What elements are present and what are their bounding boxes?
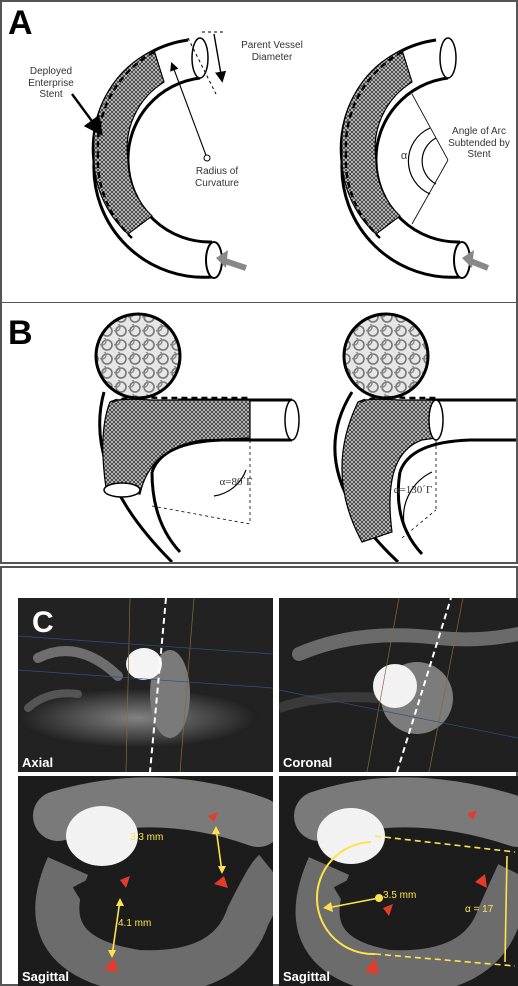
deployed-stent-label: Deployed Enterprise Stent (16, 66, 86, 101)
radius-of-curvature-label: Radius of Curvature (178, 166, 256, 189)
aneurysm-coil-left (96, 314, 180, 398)
sagittal-label-right: Sagittal (283, 969, 330, 984)
sagittal-view-right: 3.5 mm α = 17 Sagittal (279, 776, 518, 986)
angle-130-label: α=130΄Γ (378, 484, 448, 497)
lower-diameter-label: 4.1 mm (118, 918, 151, 929)
angle-of-arc-label: Angle of Arc Subtended by Stent (446, 126, 512, 161)
parent-vessel-diameter-label: Parent Vessel Diameter (220, 40, 324, 63)
sagittal-view-left: 3.3 mm 4.1 mm Sagittal (18, 776, 273, 986)
panel-ab-figure: A Parent Vessel Diameter Deployed Enterp… (0, 0, 518, 564)
aneurysm-coil-right (344, 314, 428, 398)
radius-label: 3.5 mm (383, 890, 416, 901)
panel-a-label: A (8, 6, 33, 40)
axial-label: Axial (22, 755, 53, 770)
vessel-b-left (96, 314, 299, 562)
panel-divider (2, 302, 518, 303)
coronal-label: Coronal (283, 755, 332, 770)
axial-image (18, 598, 273, 772)
angle-label: α = 17 (465, 904, 493, 915)
coronal-view: Coronal (279, 598, 518, 772)
angle-80-label: α=80΄Γ (206, 476, 266, 489)
vessel-b-right (335, 314, 516, 562)
upper-diameter-label: 3.3 mm (130, 832, 163, 843)
panel-c-label: C (32, 608, 54, 638)
coronal-image (279, 598, 518, 772)
axial-view: Axial (18, 598, 273, 772)
alpha-symbol: α (398, 150, 410, 163)
sagittal-image-left (18, 776, 273, 986)
stent-mesh-b-right (342, 399, 436, 542)
panel-c-figure: Axial Coronal (0, 566, 518, 986)
panel-b-label: B (8, 316, 33, 350)
sagittal-label-left: Sagittal (22, 969, 69, 984)
vessel-a-left (72, 32, 246, 278)
sagittal-image-right (279, 776, 518, 986)
